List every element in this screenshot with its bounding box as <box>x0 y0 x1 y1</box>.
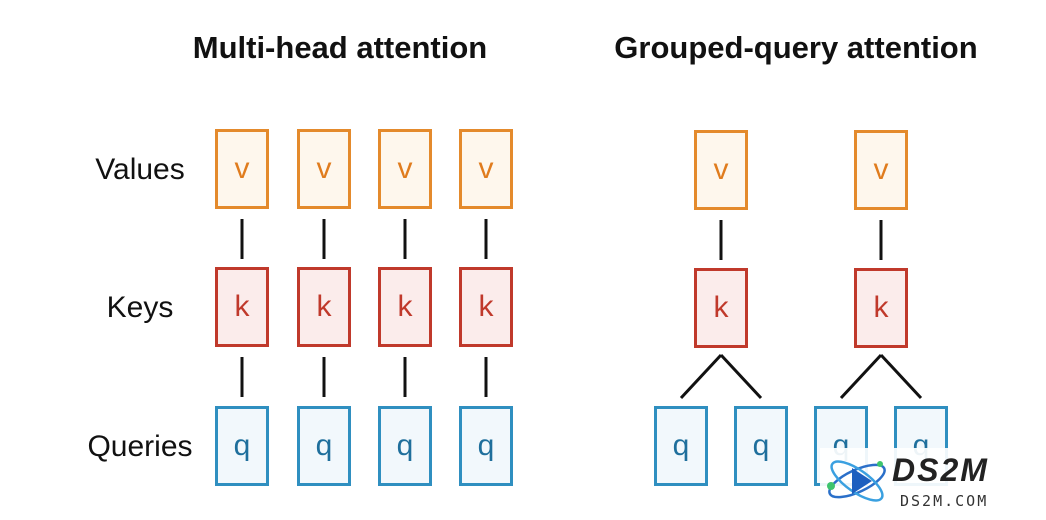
mha-query-box: q <box>215 406 269 486</box>
gqa-value-box: v <box>694 130 748 210</box>
atom-logo-icon <box>827 460 886 502</box>
gqa-kq-line <box>719 353 763 400</box>
watermark-brand: DS2M <box>892 452 989 488</box>
mha-title: Multi-head attention <box>192 30 488 65</box>
values-row-label: Values <box>95 153 185 186</box>
mha-query-box: q <box>378 406 432 486</box>
watermark: DS2M DS2M.COM <box>820 448 1040 514</box>
gqa-kq-line <box>679 353 723 400</box>
watermark-site: DS2M.COM <box>900 492 989 510</box>
mha-query-box: q <box>297 406 351 486</box>
mha-key-box: k <box>215 267 269 347</box>
gqa-value-box: v <box>854 130 908 210</box>
mha-value-box: v <box>297 129 351 209</box>
mha-key-box: k <box>297 267 351 347</box>
mha-key-box: k <box>378 267 432 347</box>
gqa-kq-line <box>839 353 883 400</box>
mha-value-box: v <box>378 129 432 209</box>
mha-query-box: q <box>459 406 513 486</box>
gqa-query-box: q <box>654 406 708 486</box>
gqa-kq-line <box>879 353 923 400</box>
gqa-key-box: k <box>694 268 748 348</box>
gqa-key-box: k <box>854 268 908 348</box>
queries-row-label: Queries <box>87 430 193 463</box>
mha-value-box: v <box>215 129 269 209</box>
keys-row-label: Keys <box>106 291 174 324</box>
gqa-query-box: q <box>734 406 788 486</box>
gqa-title: Grouped-query attention <box>614 30 978 65</box>
mha-key-box: k <box>459 267 513 347</box>
mha-value-box: v <box>459 129 513 209</box>
